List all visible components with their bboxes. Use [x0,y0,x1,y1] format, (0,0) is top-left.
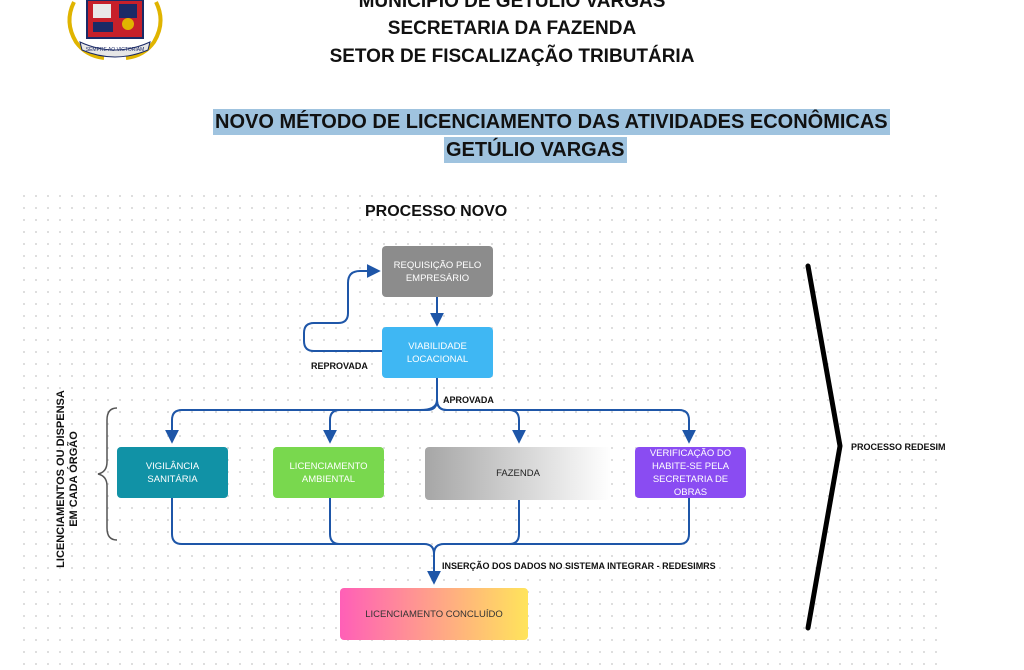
left-group-label-line2: EM CADA ÓRGÃO [68,431,80,527]
arrow-fazenda [436,399,526,444]
label-redesim: PROCESSO REDESIM [851,442,946,452]
merge-habite [509,498,690,545]
label-reprovada: REPROVADA [311,361,368,371]
label-aprovada: APROVADA [443,395,494,405]
municipal-emblem: SEMPRE AO VICTORIAM [60,0,170,66]
merge-vigilancia [171,498,435,555]
node-concluido: LICENCIAMENTO CONCLUÍDO [340,588,528,640]
header-line-1: MUNICÍPIO DE GETÚLIO VARGAS [358,0,666,12]
node-vigilancia: VIGILÂNCIA SANITÁRIA [117,447,228,498]
arrow-reprovada-loop [303,264,382,352]
merge-fazenda [433,500,520,555]
emblem-motto: SEMPRE AO VICTORIAM [86,47,145,53]
merge-ambiental [329,498,341,545]
header-line-2: SECRETARIA DA FAZENDA [387,18,637,39]
title-line-1: NOVO MÉTODO DE LICENCIAMENTO DAS ATIVIDA… [213,109,890,135]
arrow-habite [436,399,696,444]
node-habite: VERIFICAÇÃO DO HABITE-SE PELA SECRETARIA… [635,447,746,498]
left-group-label: LICENCIAMENTOS OU DISPENSA EM CADA ÓRGÃO [55,369,85,589]
label-insercao: INSERÇÃO DOS DADOS NO SISTEMA INTEGRAR -… [442,561,716,571]
header-line-3: SETOR DE FISCALIZAÇÃO TRIBUTÁRIA [329,46,695,67]
arrow-ambiental [323,399,438,444]
node-fazenda: FAZENDA [425,447,611,500]
title-line-2: GETÚLIO VARGAS [444,137,627,163]
node-ambiental: LICENCIAMENTO AMBIENTAL [273,447,384,498]
left-brace [97,407,118,541]
left-group-label-line1: LICENCIAMENTOS OU DISPENSA [55,390,67,568]
diagram-heading: PROCESSO NOVO [365,203,508,220]
redesim-bracket [805,263,843,631]
node-requisicao: REQUISIÇÃO PELO EMPRESÁRIO [382,246,493,297]
node-viabilidade: VIABILIDADE LOCACIONAL [382,327,493,378]
